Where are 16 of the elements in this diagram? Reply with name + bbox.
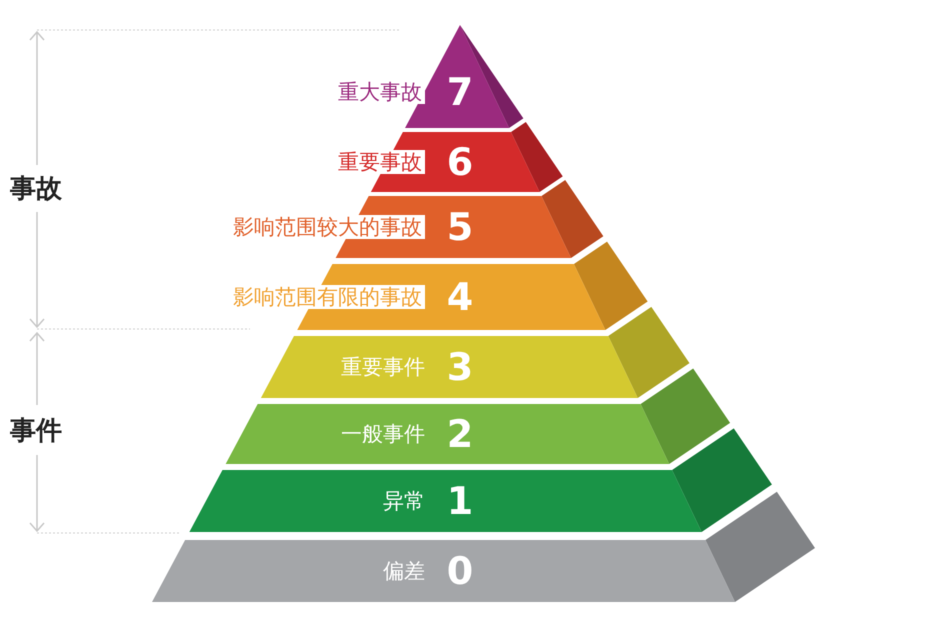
level-number: 3: [446, 347, 474, 387]
tier-label: 偏差: [383, 559, 425, 583]
category-label: 事故: [10, 174, 62, 204]
tier-label: 异常: [383, 489, 425, 513]
level-number: 5: [446, 207, 474, 247]
level-number: 0: [446, 551, 474, 591]
level-number: 6: [446, 142, 474, 182]
level-number: 1: [446, 481, 474, 521]
category-label: 事件: [10, 416, 62, 446]
tier-label: 重要事件: [341, 355, 425, 379]
level-number: 2: [446, 414, 474, 454]
tier-label: 重大事故: [335, 80, 425, 104]
tier-label: 一般事件: [341, 422, 425, 446]
tier-label: 重要事故: [335, 150, 425, 174]
level-number: 7: [446, 72, 474, 112]
level-number: 4: [446, 277, 474, 317]
